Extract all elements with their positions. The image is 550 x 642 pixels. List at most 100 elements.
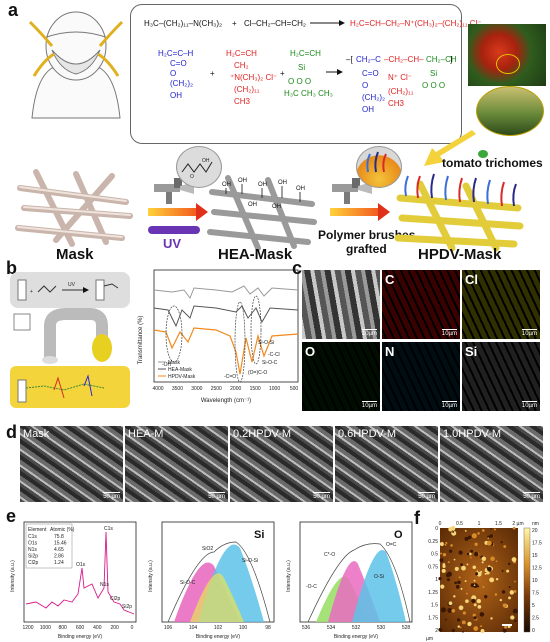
afm-grain [508,586,511,589]
afm-grain [450,544,453,547]
table-cell: N1s [28,547,37,553]
afm-grain [462,631,464,633]
svg-text:O: O [362,81,368,90]
afm-grain [473,584,476,586]
afm-grain [458,576,461,579]
svg-text:]: ] [450,55,452,64]
eds-scale-bar: 10µm [521,401,537,409]
panel-label-a: a [8,0,19,20]
afm-grain [503,603,508,608]
ftir-annot-sioc: Si-O-C [262,360,278,366]
svg-text:CH₂–C: CH₂–C [356,55,381,64]
afm-grain [465,599,469,603]
afm-colorbar-tick: 2.5 [532,616,539,622]
trichome-magnified-circle [476,86,544,136]
si-envelope [167,541,271,623]
afm-grain [504,625,508,629]
svg-text:O: O [190,174,194,180]
grafting-scheme-bottom [10,366,130,408]
afm-colorbar-tick: 12.5 [532,566,542,572]
grafting-scheme-top-drawing: + UV [17,279,119,301]
afm-grain [480,625,483,628]
svg-text:–[: –[ [346,55,353,64]
afm-colorbar-tick: 17.5 [532,541,542,547]
svg-text:CH3: CH3 [388,99,405,108]
afm-grain [473,616,477,620]
sem-tile-label: 0.6HPDV-M [338,428,397,440]
afm-grain [451,608,456,613]
trichome-green-dot [478,150,488,158]
svg-text:(CH₂)₂: (CH₂)₂ [170,79,193,88]
survey-xtick: 200 [110,625,119,631]
svg-text:OH: OH [170,91,182,100]
si-label-sio2: SiO2 [202,546,213,552]
svg-text:H₂C=CH–CH₂–N⁺(CH₃)₂–(CH₂)₁₁ Cl: H₂C=CH–CH₂–N⁺(CH₃)₂–(CH₂)₁₁ Cl⁻ [350,19,482,28]
survey-xtick: 0 [131,625,134,631]
afm-grain [461,565,466,571]
si-xtick: 106 [164,625,173,631]
svg-text:H₂C=C–H: H₂C=C–H [158,49,194,58]
svg-text:OH: OH [222,182,231,188]
svg-text:+: + [232,19,237,28]
afm-grain [465,592,468,595]
table-header: Atomic (%) [50,527,75,533]
survey-xtick: 600 [76,625,85,631]
uv-lamp-icon [148,226,200,234]
afm-grain [474,542,478,546]
afm-grain [453,558,456,561]
si-ylabel: Intensity (a.u.) [148,560,154,592]
afm-grain [489,577,495,583]
ftir-co-highlight [234,301,246,383]
caption-tomato-trichomes: tomato trichomes [442,156,543,170]
o-label-o-si: O-Si [374,574,384,580]
afm-grain [499,598,503,602]
polymer-brush-circle [356,146,402,188]
afm-grain [512,608,518,614]
si-xtick: 102 [214,625,223,631]
afm-grain [459,626,462,629]
process-arrow-1 [148,208,198,216]
eds-scale-bar: 10µm [441,401,457,409]
svg-text:OH: OH [258,182,267,188]
svg-text:H₂C=CH: H₂C=CH [226,49,257,58]
afm-grain [467,621,472,627]
afm-grain [457,625,460,628]
survey-ylabel: Intensity (a.u.) [10,560,16,592]
afm-grain [466,552,470,556]
table-cell: 4.65 [54,547,64,553]
afm-colorbar-tick: 5 [532,603,535,609]
panel-label-c: c [292,258,303,278]
afm-grain [473,579,476,582]
afm-grain [489,534,493,538]
afm-colorbar-unit: nm [532,521,539,527]
afm-grain [479,612,485,617]
afm-grain [477,532,480,535]
sem-tile-label: HEA-M [128,428,164,440]
svg-text:H₃C–(CH₂)₁₁–N(CH₃)₂: H₃C–(CH₂)₁₁–N(CH₃)₂ [144,19,222,28]
survey-xtick: 800 [58,625,67,631]
eds-map-label: C [385,272,395,287]
o-xtick: 536 [302,625,311,631]
hpdv-mask-fiber-network [394,173,524,252]
afm-grain [445,541,448,545]
afm-grain [495,577,499,581]
afm-left-tick: 1 [435,577,438,583]
o-envelope [307,543,411,623]
afm-grain [508,562,511,566]
svg-text:H₂C=CH: H₂C=CH [290,49,321,58]
survey-xtick: 400 [93,625,102,631]
ftir-oh-highlight [165,305,183,363]
sem-tile-label: Mask [23,428,50,440]
afm-grain [481,556,487,561]
afm-grain [464,536,469,541]
ftir-series-hpdv-mask [153,327,299,375]
afm-scale-bar [502,624,512,626]
afm-grain [447,608,453,613]
afm-grain [484,572,487,575]
o-label-o-c: -O-C [306,584,317,590]
afm-grain [484,595,488,599]
ftir-annot-co: -C=O [224,374,236,380]
afm-grain [467,535,472,540]
